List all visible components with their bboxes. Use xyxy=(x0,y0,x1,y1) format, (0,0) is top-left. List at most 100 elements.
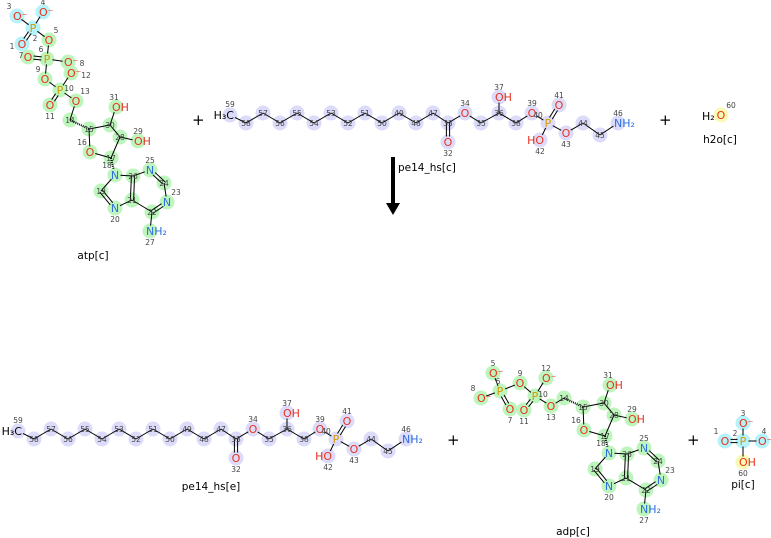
atom-symbol: O xyxy=(562,127,571,140)
double-bond xyxy=(528,401,534,407)
atom-number: 25 xyxy=(145,156,155,165)
atom-highlight xyxy=(512,375,528,391)
atom-highlight xyxy=(551,97,567,113)
atom-number: 12 xyxy=(541,364,551,373)
atom-highlight xyxy=(107,167,123,183)
atom-number: 55 xyxy=(80,425,90,434)
bond xyxy=(21,18,29,26)
atom-symbol: O xyxy=(516,377,525,390)
atom-number: 16 xyxy=(571,416,581,425)
atom-number: 13 xyxy=(546,413,556,422)
atom-number: 4 xyxy=(41,0,46,7)
bond xyxy=(626,449,639,455)
atom-number: 49 xyxy=(394,109,404,118)
atom-number: 45 xyxy=(383,447,393,456)
arrow-head xyxy=(386,203,400,215)
atom-number: 23 xyxy=(665,466,675,475)
atom-highlight xyxy=(543,398,559,414)
molecule-h2o: O60 xyxy=(713,101,736,123)
atom-number: 24 xyxy=(159,179,169,188)
atom-number: 51 xyxy=(360,109,370,118)
atom-number: 30 xyxy=(599,399,609,408)
arrow-shaft xyxy=(391,157,395,203)
atom-number: 33 xyxy=(443,119,453,128)
atom-highlight xyxy=(320,448,336,464)
atom-highlight xyxy=(502,401,518,417)
atom-number: 5 xyxy=(54,26,59,35)
atom-number: 14 xyxy=(65,116,75,125)
bond xyxy=(135,428,154,440)
atom-number: 19 xyxy=(96,187,106,196)
bond xyxy=(279,112,298,124)
atom-symbol: HO xyxy=(527,134,544,147)
atom-symbol: H₃C xyxy=(214,109,235,122)
bond xyxy=(64,92,72,99)
atom-highlight xyxy=(532,132,548,148)
atom-symbol: OH xyxy=(283,407,300,420)
atom-symbol: N xyxy=(605,447,613,460)
atom-symbol: O xyxy=(444,136,453,149)
double-bond xyxy=(595,467,608,482)
atom-highlight xyxy=(516,402,532,418)
atom-number: 35 xyxy=(476,119,486,128)
atom-symbol: P xyxy=(497,385,504,398)
atom-number: 37 xyxy=(494,83,504,92)
atom-number: 5 xyxy=(491,359,496,368)
bond xyxy=(552,125,562,131)
atom-number: 20 xyxy=(604,493,614,502)
atom-symbol: NH₂ xyxy=(402,433,423,446)
atom-symbol: O xyxy=(580,424,589,437)
atom-number: 44 xyxy=(366,435,376,444)
atom-number: 3 xyxy=(7,2,12,11)
atom-number: 23 xyxy=(171,188,181,197)
atom-highlight xyxy=(82,144,98,160)
bond xyxy=(330,112,349,124)
bond xyxy=(234,117,247,124)
atom-number: 50 xyxy=(165,435,175,444)
atom-highlight xyxy=(491,89,507,105)
bond xyxy=(329,443,335,452)
atom-number: 52 xyxy=(343,119,353,128)
bond xyxy=(657,460,661,475)
atom-number: 6 xyxy=(496,377,501,386)
atom-number: 59 xyxy=(13,416,23,425)
atom-number: 7 xyxy=(19,51,24,60)
atom-symbol: N xyxy=(163,196,171,209)
atom-number: 27 xyxy=(639,516,649,525)
bond xyxy=(67,428,86,440)
atom-number: 6 xyxy=(39,45,44,54)
atom-number: 52 xyxy=(131,435,141,444)
atom-highlight xyxy=(245,421,261,437)
atom-number: 12 xyxy=(81,71,91,80)
atom-number: 42 xyxy=(535,147,545,156)
atom-symbol: NH₂ xyxy=(146,225,167,238)
bond xyxy=(364,112,383,124)
atom-number: 58 xyxy=(29,435,39,444)
atom-highlight xyxy=(527,388,543,404)
atom-highlight xyxy=(558,125,574,141)
atom-highlight xyxy=(636,501,652,517)
atom-symbol: P xyxy=(30,22,37,35)
atom-highlight xyxy=(610,115,626,131)
bond xyxy=(582,122,601,136)
double-bond xyxy=(152,174,164,185)
atom-number: 32 xyxy=(231,465,241,474)
bond xyxy=(245,112,264,124)
atom-highlight xyxy=(339,413,355,429)
double-bond xyxy=(593,469,605,484)
atom-number: 42 xyxy=(323,463,333,472)
plus-sign: + xyxy=(659,111,672,129)
atom-symbol: O⁻ xyxy=(477,392,492,405)
atom-symbol: O xyxy=(316,423,325,436)
bond xyxy=(613,477,627,485)
atom-highlight xyxy=(717,433,733,449)
atom-number: 7 xyxy=(508,416,513,425)
atom-number: 36 xyxy=(282,425,292,434)
atom-symbol: O xyxy=(45,34,54,47)
atom-symbol: N xyxy=(146,164,154,177)
atom-highlight xyxy=(457,105,473,121)
atom-highlight xyxy=(159,194,175,210)
bond xyxy=(536,115,544,121)
enzyme-label: pe14_hs[c] xyxy=(398,162,456,174)
atom-highlight xyxy=(52,82,68,98)
